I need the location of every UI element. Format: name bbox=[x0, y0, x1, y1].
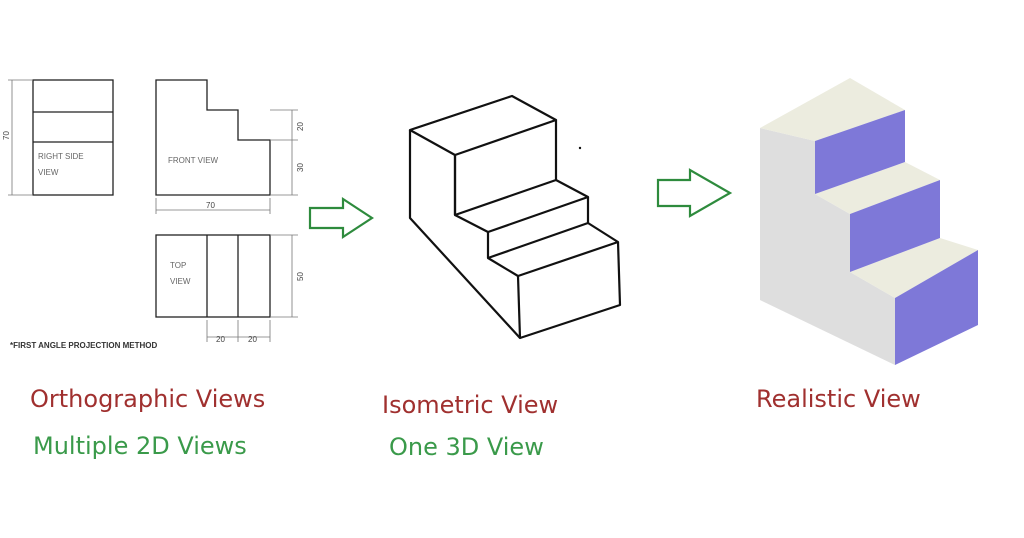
top-view bbox=[155, 234, 271, 318]
top-view-label-2: VIEW bbox=[170, 277, 191, 286]
step-dimension-b: 30 bbox=[296, 163, 305, 172]
speck-mark bbox=[578, 146, 582, 150]
projection-method-note: *FIRST ANGLE PROJECTION METHOD bbox=[10, 341, 157, 350]
bottom-dimension-b: 20 bbox=[248, 335, 257, 344]
step-dimensions bbox=[270, 109, 298, 196]
width-dimension bbox=[155, 198, 271, 214]
realistic-view-title: Realistic View bbox=[756, 385, 921, 413]
bottom-dimension-a: 20 bbox=[216, 335, 225, 344]
height-dimension bbox=[8, 79, 33, 196]
depth-dimension bbox=[270, 234, 298, 318]
front-view bbox=[155, 79, 271, 196]
height-dimension-value: 70 bbox=[2, 131, 11, 140]
bottom-dimensions bbox=[206, 320, 271, 342]
isometric-view-subtitle: One 3D View bbox=[389, 433, 544, 461]
front-view-label: FRONT VIEW bbox=[168, 156, 219, 165]
arrow-2-icon bbox=[656, 168, 733, 218]
isometric-view-title: Isometric View bbox=[382, 391, 559, 419]
step-dimension-a: 20 bbox=[296, 122, 305, 131]
depth-dimension-value: 50 bbox=[296, 272, 305, 281]
right-side-view bbox=[32, 79, 114, 196]
orthographic-views-subtitle: Multiple 2D Views bbox=[33, 432, 247, 460]
right-side-view-label-2: VIEW bbox=[38, 168, 59, 177]
arrow-1-icon bbox=[308, 196, 375, 240]
isometric-staircase bbox=[408, 94, 622, 340]
width-dimension-value: 70 bbox=[206, 201, 215, 210]
orthographic-views-title: Orthographic Views bbox=[30, 385, 266, 413]
top-view-label-1: TOP bbox=[170, 261, 186, 270]
realistic-staircase bbox=[760, 78, 978, 365]
right-side-view-label-1: RIGHT SIDE bbox=[38, 152, 84, 161]
